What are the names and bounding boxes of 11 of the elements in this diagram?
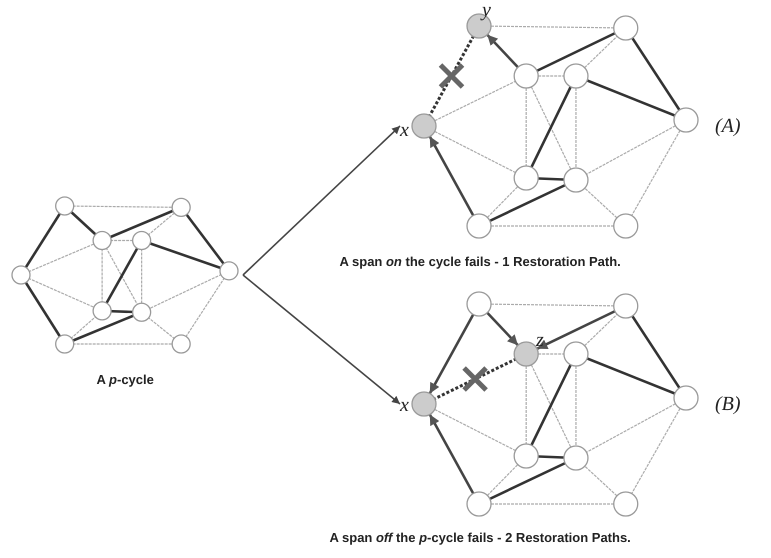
vertex-label: x — [400, 395, 409, 415]
node-label: A span on the cycle fails - 1 Restoration Path. — [340, 254, 621, 269]
vertex-label: x — [400, 120, 409, 140]
node-label: A p-cycle — [96, 372, 154, 387]
node-label: (A) — [715, 116, 741, 136]
arrow — [242, 274, 400, 405]
node-label: A span off the p-cycle fails - 2 Restoration Paths. — [330, 530, 631, 545]
vertex-label: y — [482, 0, 491, 20]
vertex-label: z — [536, 330, 544, 350]
arrow — [242, 125, 401, 276]
node-label: (B) — [715, 394, 741, 414]
